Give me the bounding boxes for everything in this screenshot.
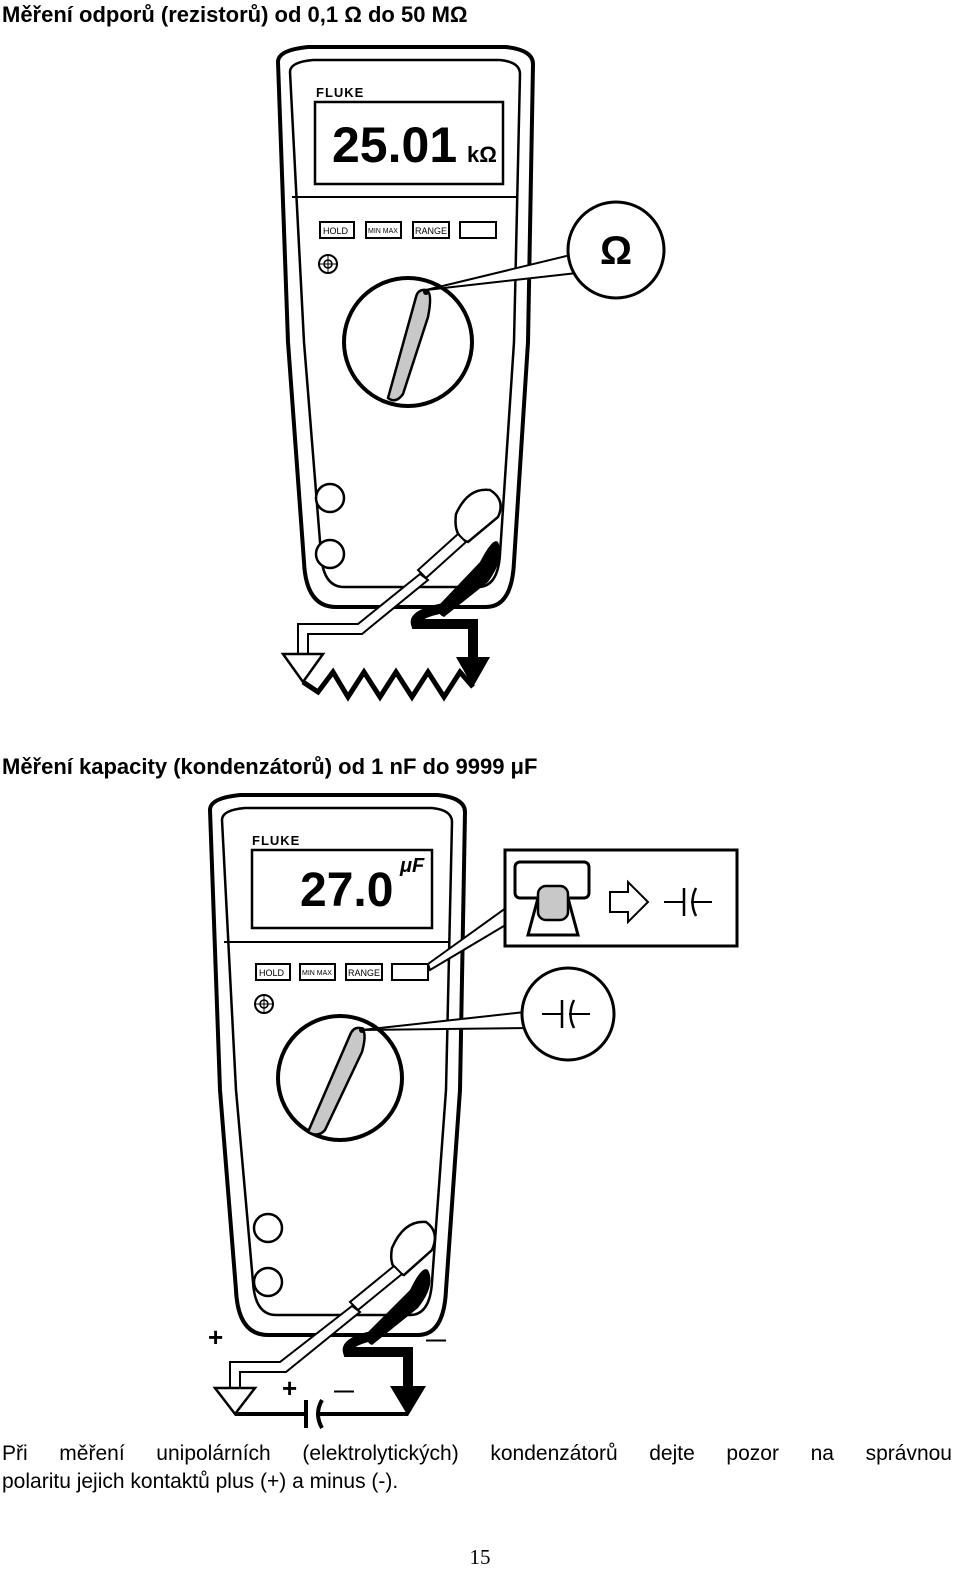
polarity-note-line-2: polaritu jejich kontaktů plus (+) a minu… <box>2 1470 399 1493</box>
hold-button-label: HOLD <box>259 968 285 978</box>
ohm-callout <box>566 200 666 300</box>
range-button-label: RANGE <box>348 968 380 978</box>
plus-label: + <box>208 1322 223 1352</box>
capacitor-icon <box>664 887 712 917</box>
minmax-button-label: MIN MAX <box>368 228 398 235</box>
capacitor-circuit <box>235 1399 408 1429</box>
button-row: HOLD MIN MAX RANGE <box>319 221 497 239</box>
capacitor-callout <box>520 966 616 1062</box>
dial-pointer <box>386 288 432 402</box>
lcd-reading: 27.0 <box>300 864 393 917</box>
polarity-note: Při měření unipolárních (elektrolytickýc… <box>2 1440 952 1496</box>
hold-button-label: HOLD <box>323 226 349 236</box>
black-test-probe <box>342 1269 431 1416</box>
input-jack <box>314 482 346 514</box>
minmax-button-label: MIN MAX <box>302 970 332 977</box>
heading-capacitance: Měření kapacity (kondenzátorů) od 1 nF d… <box>2 754 538 779</box>
heading-resistance: Měření odporů (rezistorů) od 0,1 Ω do 50… <box>2 2 468 27</box>
ohm-symbol: Ω <box>600 229 632 273</box>
black-test-probe <box>410 541 501 687</box>
input-jack <box>314 538 346 570</box>
brand-logo: FLUKE <box>316 85 364 100</box>
brand-logo: FLUKE <box>252 833 300 848</box>
button-row: HOLD MIN MAX RANGE <box>255 963 429 981</box>
minus-label: — <box>426 1329 446 1351</box>
lcd-unit: kΩ <box>467 142 497 167</box>
input-jack <box>252 1212 284 1244</box>
press-button-icon <box>513 860 591 937</box>
arrow-right-icon <box>609 879 650 925</box>
white-test-probe <box>212 1220 437 1417</box>
lcd-display <box>250 848 434 930</box>
white-test-probe <box>280 488 502 685</box>
dial-pointer <box>306 1026 366 1136</box>
resistor-symbol <box>301 667 475 702</box>
backlight-icon <box>254 994 274 1014</box>
backlight-icon <box>318 254 338 274</box>
cap-minus-label: — <box>334 1380 354 1402</box>
lcd-display <box>313 100 505 186</box>
lcd-reading: 25.01 <box>332 117 457 173</box>
input-jack <box>252 1266 284 1298</box>
cap-plus-label: + <box>282 1373 297 1403</box>
capacitor-icon <box>542 999 590 1029</box>
page-number: 15 <box>469 1545 491 1569</box>
range-button-label: RANGE <box>415 226 447 236</box>
lcd-unit: μF <box>399 855 425 877</box>
polarity-note-line-1: Při měření unipolárních (elektrolytickýc… <box>2 1442 952 1465</box>
multimeter-resistance-illustration: FLUKE 25.01 kΩ HOLD MIN MAX RANGE Ω <box>275 45 666 702</box>
multimeter-capacitance-illustration: FLUKE 27.0 μF HOLD MIN MAX RANGE <box>207 793 739 1429</box>
